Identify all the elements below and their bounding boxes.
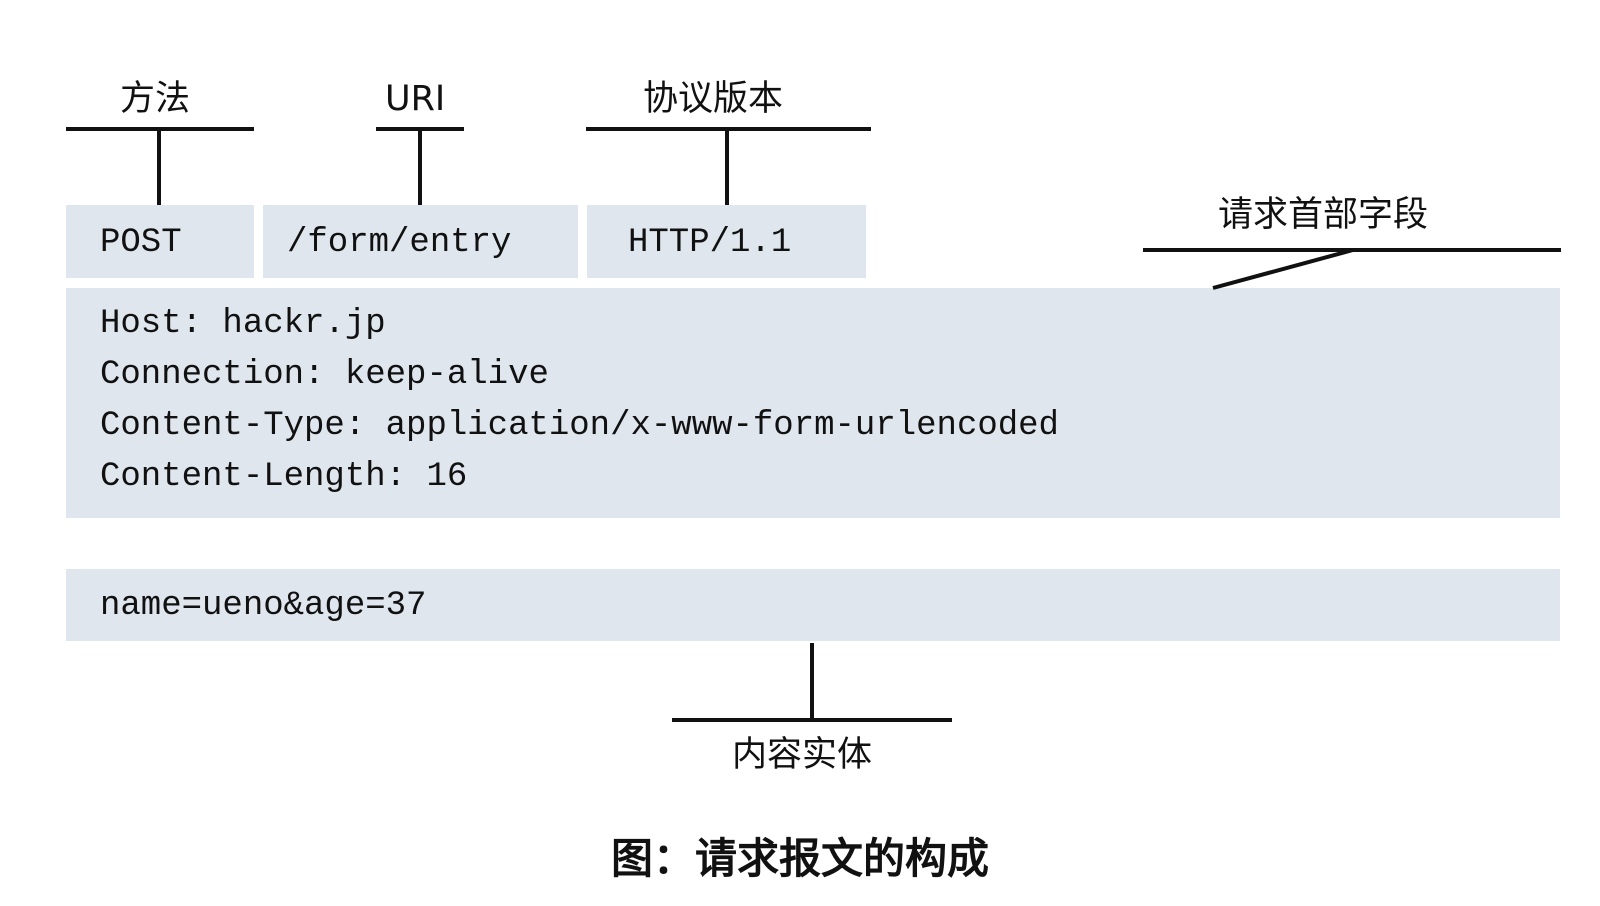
headers-connector-bar bbox=[1143, 248, 1561, 252]
version-box: HTTP/1.1 bbox=[587, 205, 866, 278]
uri-label: URI bbox=[385, 79, 446, 119]
entity-connector-stem bbox=[810, 643, 814, 721]
header-line: Content-Length: 16 bbox=[100, 458, 468, 496]
entity-body-label: 内容实体 bbox=[732, 735, 873, 775]
header-line: Host: hackr.jp bbox=[100, 305, 386, 343]
header-line: Content-Type: application/x-www-form-url… bbox=[100, 407, 1059, 445]
headers-diagonal-line bbox=[1212, 248, 1354, 290]
protocol-connector-stem bbox=[725, 127, 729, 205]
method-value: POST bbox=[100, 224, 182, 262]
protocol-version-label: 协议版本 bbox=[643, 79, 784, 119]
body-box: name=ueno&age=37 bbox=[66, 569, 1560, 641]
uri-value: /form/entry bbox=[287, 224, 512, 262]
headers-box: Host: hackr.jp Connection: keep-alive Co… bbox=[66, 288, 1560, 518]
uri-connector-stem bbox=[418, 127, 422, 205]
header-line: Connection: keep-alive bbox=[100, 356, 549, 394]
body-value: name=ueno&age=37 bbox=[100, 587, 427, 625]
figure-caption: 图：请求报文的构成 bbox=[610, 834, 989, 883]
entity-connector-bar bbox=[672, 718, 952, 722]
method-connector-stem bbox=[157, 127, 161, 205]
method-label: 方法 bbox=[120, 79, 191, 119]
uri-box: /form/entry bbox=[263, 205, 578, 278]
version-value: HTTP/1.1 bbox=[628, 224, 792, 262]
request-headers-label: 请求首部字段 bbox=[1218, 195, 1429, 235]
method-box: POST bbox=[66, 205, 254, 278]
